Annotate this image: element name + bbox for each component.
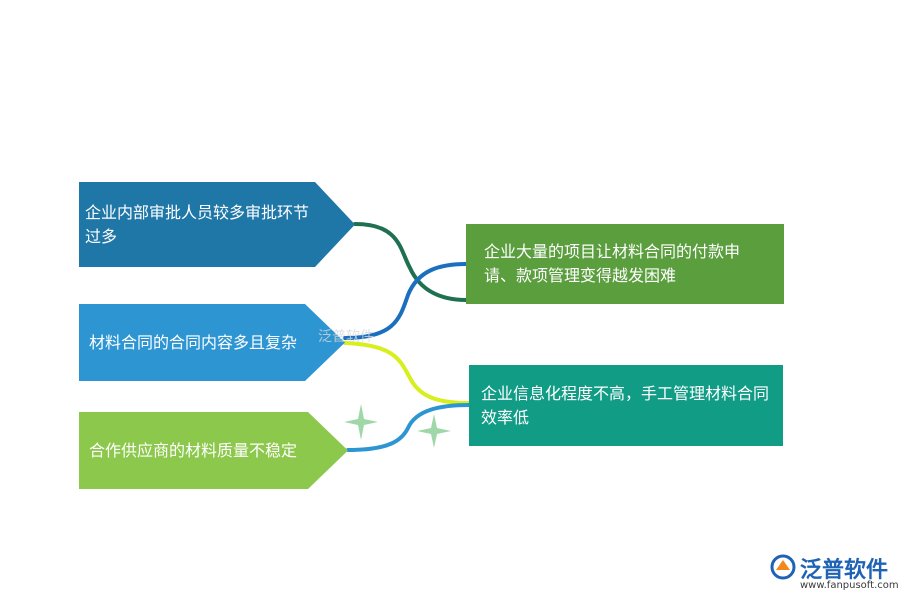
cause-box-supplier-quality-text: 合作供应商的材料质量不稳定 bbox=[89, 440, 298, 460]
cause-box-supplier-quality: 合作供应商的材料质量不稳定 bbox=[79, 412, 348, 489]
sparkle-star-1 bbox=[344, 404, 378, 440]
cause-box-approval: 企业内部审批人员较多审批环节过多 bbox=[79, 182, 355, 267]
logo-name: 泛普软件 bbox=[800, 558, 889, 583]
logo-url: www.fanpusoft.com bbox=[800, 580, 899, 591]
problem-box-informatization-text: 企业信息化程度不高，手工管理材料合同效率低 bbox=[481, 383, 770, 427]
cause-box-approval-text: 企业内部审批人员较多审批环节过多 bbox=[85, 202, 310, 246]
problem-box-payment-text: 企业大量的项目让材料合同的付款申请、款项管理变得越发困难 bbox=[484, 242, 741, 285]
cause-box-contract-content-text: 材料合同的合同内容多且复杂 bbox=[89, 332, 298, 352]
watermark: 泛普软件 bbox=[318, 329, 374, 345]
problem-box-informatization: 企业信息化程度不高，手工管理材料合同效率低 bbox=[469, 365, 783, 446]
connector-left3-to-right2 bbox=[346, 403, 471, 452]
connector-left1-to-right1 bbox=[353, 222, 468, 302]
sparkle-star-2 bbox=[417, 414, 451, 448]
connector-left2-to-right2 bbox=[343, 341, 471, 405]
fanpu-logo-icon bbox=[770, 554, 796, 580]
connector-left2-to-right1 bbox=[343, 262, 468, 340]
cause-box-contract-content: 材料合同的合同内容多且复杂 bbox=[79, 304, 345, 381]
problem-box-payment: 企业大量的项目让材料合同的付款申请、款项管理变得越发困难 bbox=[466, 224, 784, 304]
fanpu-logo: 泛普软件 www.fanpusoft.com bbox=[770, 552, 899, 592]
